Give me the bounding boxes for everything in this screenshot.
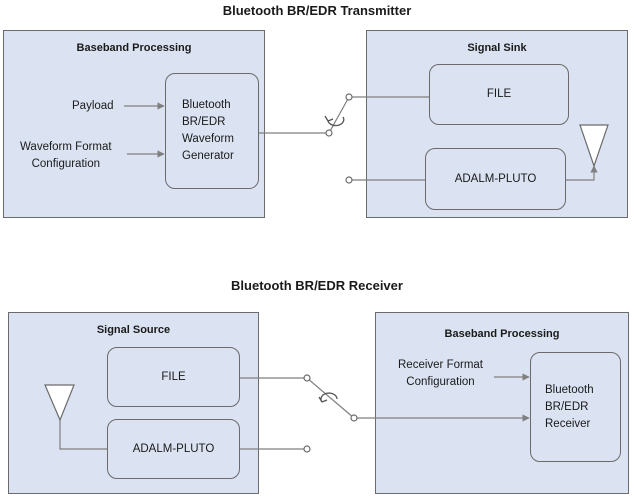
rx-switch-terminal-file [303, 374, 311, 382]
receiver-config-label: Receiver Format Configuration [398, 359, 483, 388]
bluetooth-receiver-block: Bluetooth BR/EDR Receiver [530, 352, 621, 462]
rx-baseband-title: Baseband Processing [444, 328, 560, 340]
tx-baseband-title: Baseband Processing [76, 42, 192, 54]
switch-rotate-icon [318, 392, 338, 403]
tx-switch-terminal-common [325, 129, 333, 137]
tx-switch-blade [328, 96, 350, 134]
tx-antenna-feed [566, 165, 598, 181]
waveform-config-label: Waveform Format Configuration [20, 141, 112, 170]
tx-file-block: FILE [429, 64, 569, 125]
switch-rotate-icon [324, 115, 345, 127]
rx-switch-terminal-common [350, 414, 358, 422]
rx-switch-terminal-pluto [303, 445, 311, 453]
tx-switch-terminal-file [345, 93, 353, 101]
rx-switch-blade [306, 377, 355, 419]
antenna-icon [44, 384, 75, 422]
rx-source-title: Signal Source [96, 324, 171, 336]
transmitter-title: Bluetooth BR/EDR Transmitter [222, 3, 412, 18]
tx-sink-title: Signal Sink [467, 42, 527, 54]
tx-switch-terminal-pluto [345, 176, 353, 184]
rx-antenna-feed [59, 420, 107, 450]
tx-pluto-block: ADALM-PLUTO [425, 148, 566, 210]
rx-pluto-block: ADALM-PLUTO [107, 419, 240, 479]
rx-file-block: FILE [107, 347, 240, 407]
receiver-title: Bluetooth BR/EDR Receiver [231, 278, 403, 293]
antenna-icon [579, 124, 609, 168]
waveform-generator-block: Bluetooth BR/EDR Waveform Generator [165, 73, 259, 189]
payload-label: Payload [72, 100, 114, 112]
